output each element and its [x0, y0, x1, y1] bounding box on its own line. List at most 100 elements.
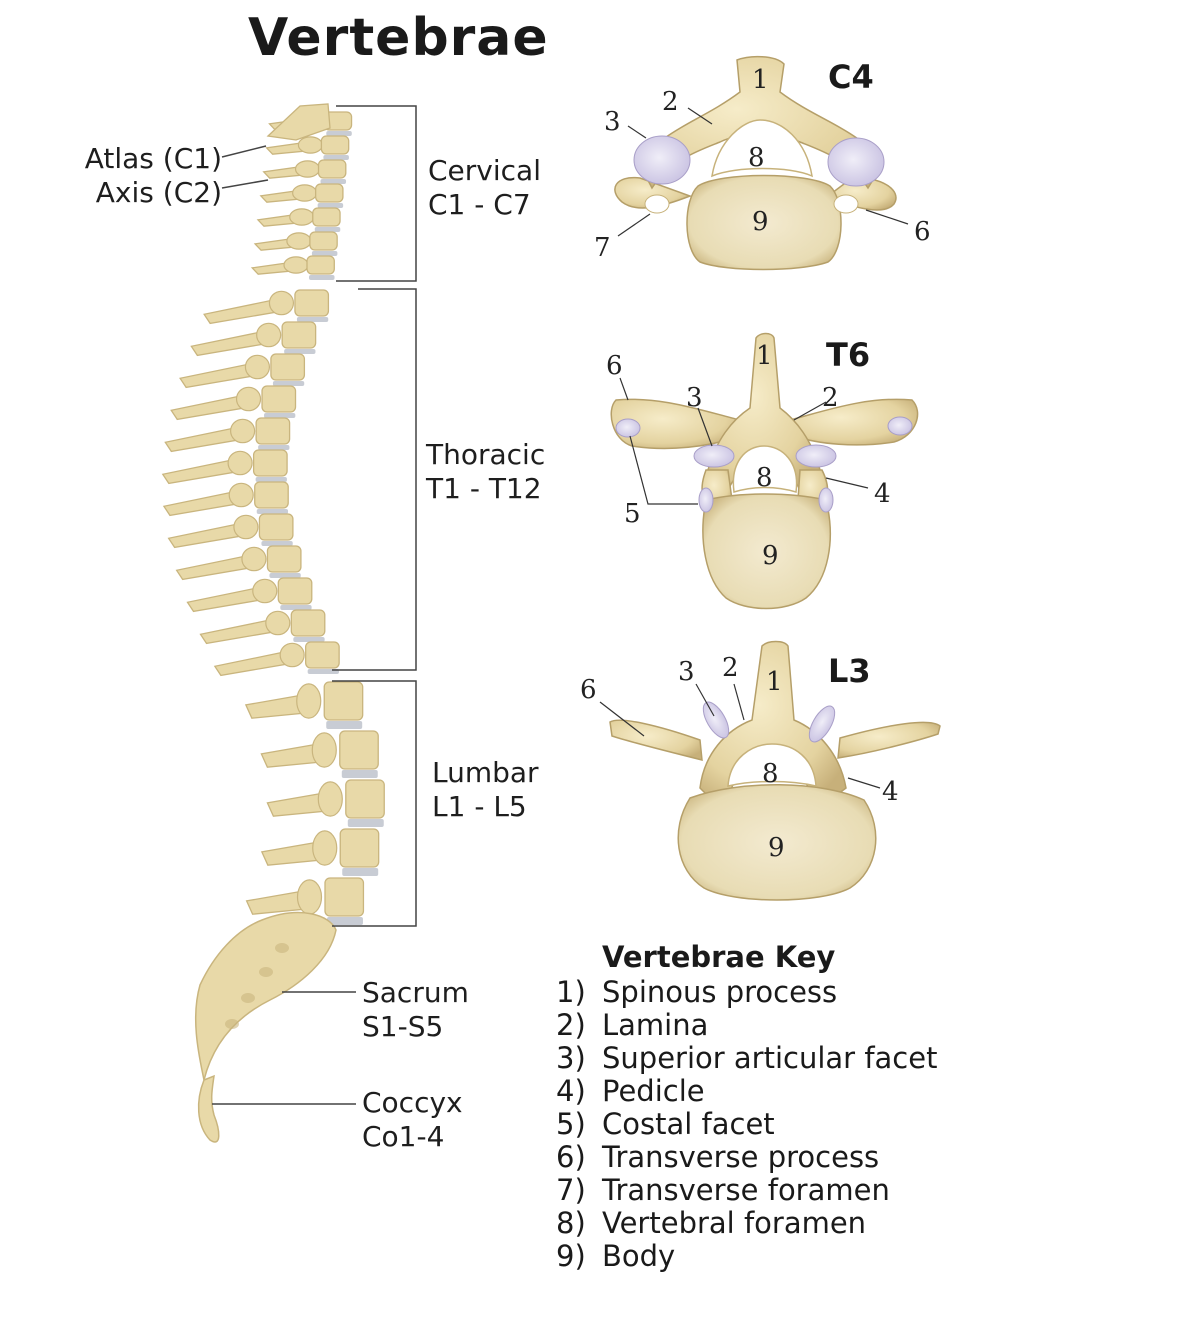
- key-item: 2) Lamina: [556, 1009, 937, 1042]
- key-item-label: Body: [602, 1239, 676, 1273]
- key-item-label: Transverse foramen: [602, 1173, 890, 1207]
- sacrum-name: Sacrum: [362, 976, 469, 1009]
- coccyx-bone: [197, 1074, 220, 1143]
- key-item: 8) Vertebral foramen: [556, 1207, 937, 1240]
- key-item-number: 2): [556, 1008, 586, 1042]
- articular-process: [233, 514, 259, 540]
- intervertebral-disc: [317, 203, 344, 208]
- articular-process: [317, 781, 343, 817]
- cervical-label: Cervical C1 - C7: [428, 154, 541, 222]
- articular-process: [244, 354, 271, 380]
- key-item: 3)Superior articular facet: [556, 1042, 937, 1075]
- key-item-label: Vertebral foramen: [602, 1206, 867, 1240]
- cervical-bracket: [336, 105, 417, 282]
- sacrum-range: S1-S5: [362, 1010, 444, 1043]
- intervertebral-disc: [342, 868, 379, 876]
- sacral-foramen: [275, 943, 289, 953]
- intervertebral-disc: [309, 275, 335, 280]
- key-item: 5)Costal facet: [556, 1108, 937, 1141]
- articular-process: [268, 290, 295, 316]
- key-item-number: 8): [556, 1206, 586, 1240]
- key-item-label: Lamina: [602, 1008, 709, 1042]
- articular-process: [296, 683, 322, 719]
- thoracic-range: T1 - T12: [426, 472, 542, 505]
- intervertebral-disc: [256, 509, 289, 514]
- intervertebral-disc: [269, 573, 301, 578]
- spine-column: [161, 103, 385, 1143]
- t6-callout-2: 2: [822, 383, 839, 413]
- lumbar-name: Lumbar: [432, 756, 539, 789]
- intervertebral-disc: [293, 637, 325, 642]
- t6-callout-5: 5: [624, 499, 641, 529]
- l3-callout-8: 8: [762, 759, 779, 789]
- articular-process: [252, 578, 278, 604]
- region-brackets: [332, 105, 417, 927]
- intervertebral-disc: [323, 155, 349, 160]
- articular-process: [296, 879, 323, 915]
- vertebral-body: [254, 481, 289, 509]
- coccyx-range: Co1-4: [362, 1120, 445, 1153]
- vertebral-body: [317, 159, 347, 179]
- t6-callout-3: 3: [686, 383, 703, 413]
- vertebral-body: [323, 681, 364, 721]
- intervertebral-disc: [347, 819, 384, 827]
- vertebral-body: [345, 779, 385, 819]
- vertebral-body: [255, 417, 291, 445]
- sacral-foramen: [259, 967, 273, 977]
- vertebral-body: [277, 577, 313, 605]
- intervertebral-disc: [284, 349, 316, 354]
- l3-label: L3: [828, 652, 871, 690]
- l3-callout-4: 4: [882, 777, 899, 807]
- t6-callout-9: 9: [762, 541, 779, 571]
- articular-process: [235, 386, 262, 412]
- key-item-number: 1): [556, 975, 586, 1009]
- axis-label: Axis (C2): [95, 176, 222, 209]
- intervertebral-disc: [264, 413, 296, 418]
- sacral-foramen: [225, 1019, 239, 1029]
- articular-process: [294, 160, 321, 178]
- t6-callout-4: 4: [874, 479, 891, 509]
- thoracic-name: Thoracic: [426, 438, 546, 471]
- vertebral-body: [314, 183, 344, 203]
- intervertebral-disc: [255, 477, 287, 482]
- articular-process: [256, 322, 282, 348]
- intervertebral-disc: [261, 541, 293, 546]
- c4-label: C4: [828, 58, 874, 96]
- key-item-number: 6): [556, 1140, 586, 1174]
- t6-callout-6: 6: [606, 351, 623, 381]
- articular-process: [297, 136, 323, 154]
- articular-process: [279, 642, 305, 668]
- intervertebral-disc: [326, 131, 352, 136]
- c4-callout-6: 6: [914, 217, 931, 247]
- vertebral-body: [252, 449, 288, 477]
- sacrum-label: Sacrum S1-S5: [362, 976, 469, 1044]
- vertebral-body: [339, 828, 380, 868]
- intervertebral-disc: [314, 227, 341, 232]
- intervertebral-disc: [258, 445, 290, 450]
- articular-process: [311, 732, 337, 768]
- vertebral-body: [324, 877, 365, 917]
- key-title: Vertebrae Key: [602, 940, 836, 974]
- l3-callout-1: 1: [766, 667, 783, 697]
- vertebral-body: [306, 255, 335, 275]
- intervertebral-disc: [280, 605, 312, 610]
- lumbar-label: Lumbar L1 - L5: [432, 756, 539, 824]
- articular-process: [292, 184, 318, 202]
- l3-callout-2: 2: [722, 653, 739, 683]
- vertebral-body: [294, 289, 330, 317]
- intervertebral-disc: [326, 721, 363, 729]
- axis-leader: [221, 179, 269, 189]
- key-item: 6)Transverse process: [556, 1141, 937, 1174]
- atlas-leader: [221, 145, 267, 158]
- key-item-label: Costal facet: [602, 1107, 775, 1141]
- vertebral-body: [270, 353, 306, 381]
- vertebral-body: [266, 545, 302, 573]
- key-item-label: Pedicle: [602, 1074, 705, 1108]
- key-item: 9)Body: [556, 1240, 937, 1273]
- atlas-bone: [266, 103, 331, 141]
- intervertebral-disc: [307, 669, 339, 674]
- articular-process: [241, 546, 267, 572]
- articular-process: [312, 830, 338, 866]
- vertebral-body: [305, 641, 340, 669]
